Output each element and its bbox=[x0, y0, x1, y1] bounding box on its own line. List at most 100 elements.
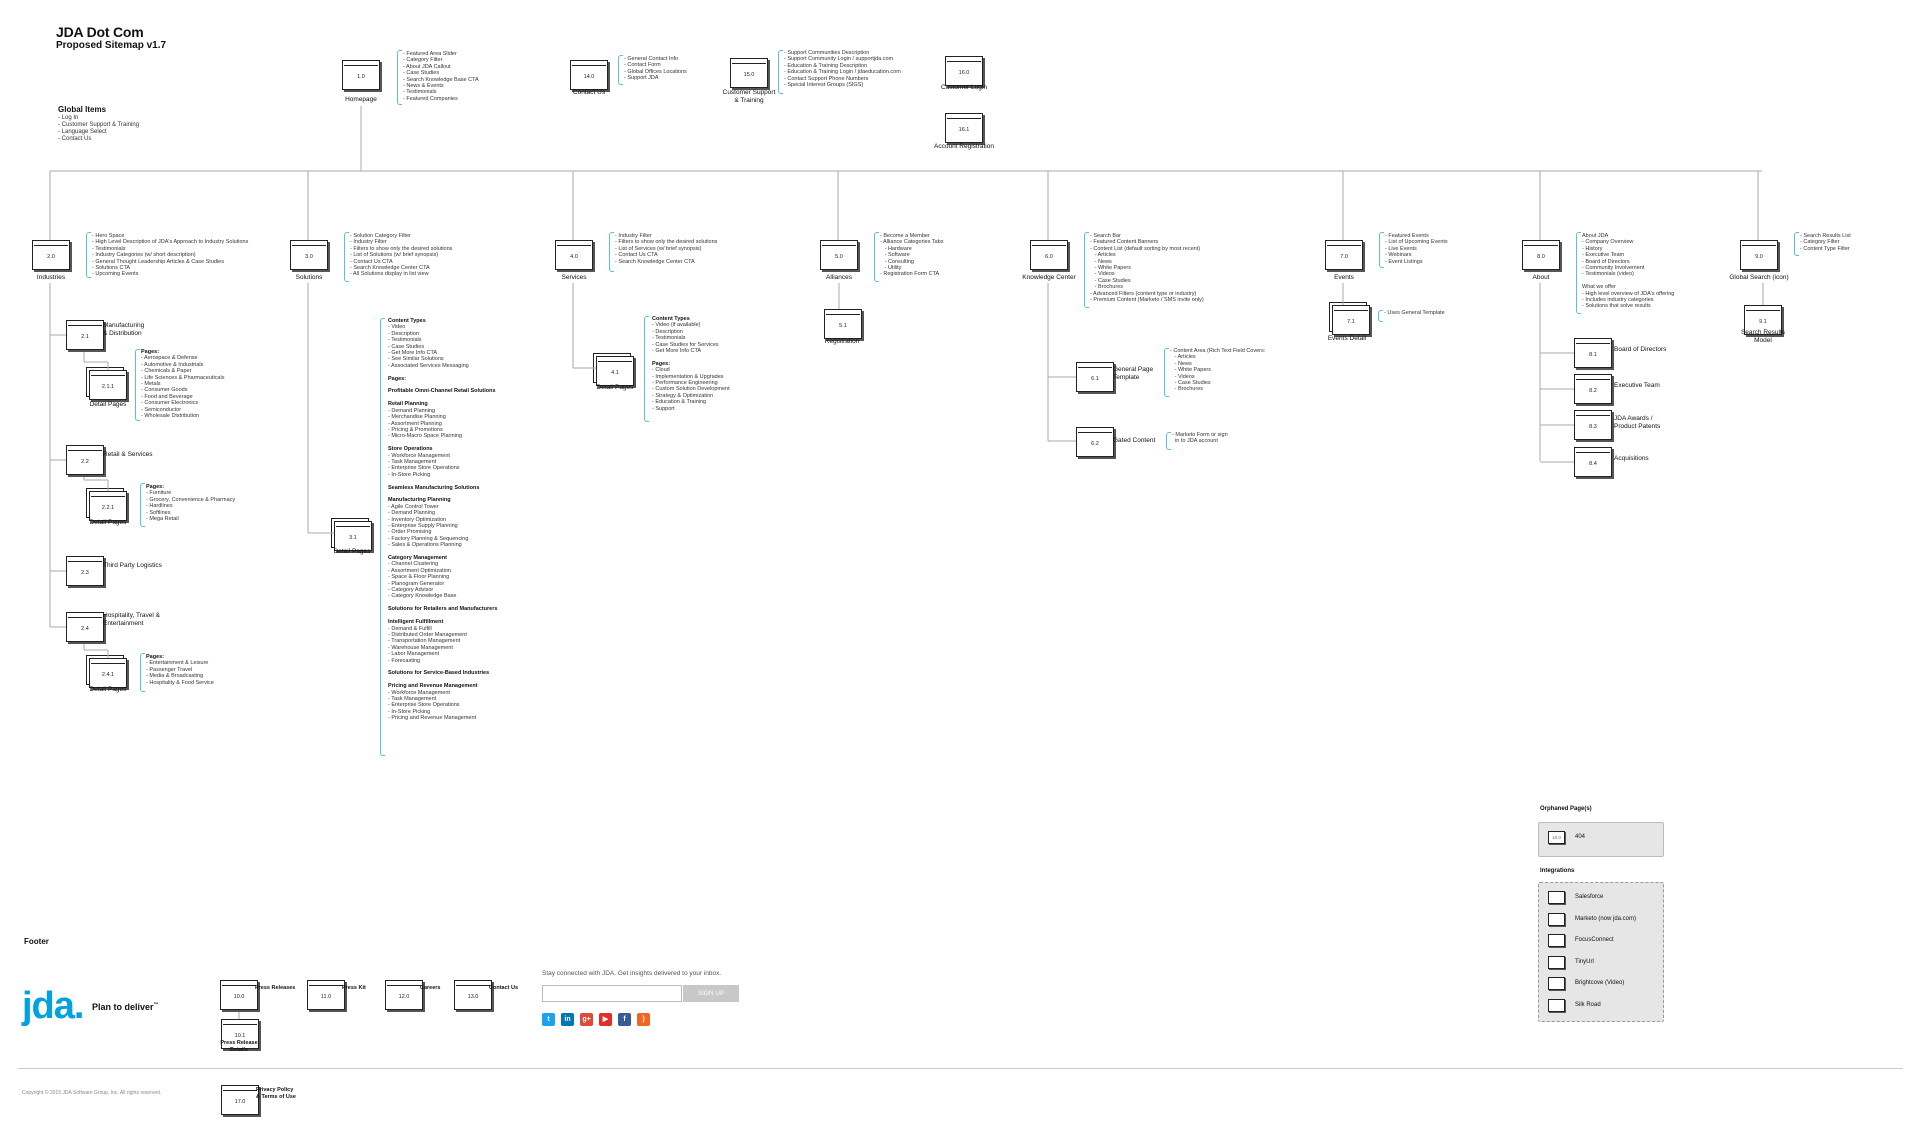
page-footer-10-0[interactable]: 10.0 bbox=[220, 980, 258, 1010]
section-notes: - Search Bar - Featured Content Banners … bbox=[1090, 233, 1204, 304]
integrations-title: Integrations bbox=[1540, 868, 1575, 874]
page-3-1[interactable]: 3.1 bbox=[331, 518, 372, 551]
page-2-3[interactable]: 2.3 bbox=[66, 556, 104, 586]
notes-title: Pages: bbox=[146, 484, 165, 490]
page-number: 15.0 bbox=[743, 72, 755, 78]
gated-content-label: Gated Content bbox=[1113, 437, 1156, 444]
page-number: 2.3 bbox=[81, 570, 89, 576]
page-number: 12.0 bbox=[398, 994, 410, 1000]
twitter-icon[interactable]: t bbox=[542, 1013, 555, 1026]
rss-icon[interactable]: ) bbox=[637, 1013, 650, 1026]
page-section-6-0[interactable]: 6.0 bbox=[1030, 240, 1068, 270]
page-account-registration[interactable]: 16.1 bbox=[945, 113, 983, 143]
solutions-detail-label: Detail Pages bbox=[333, 548, 371, 555]
notes-title: Pages: bbox=[146, 654, 165, 660]
page-number: 14.0 bbox=[583, 74, 595, 80]
integration-box[interactable] bbox=[1548, 912, 1565, 926]
page-6-2[interactable]: 6.2 bbox=[1076, 427, 1114, 457]
orphaned-page-label: 404 bbox=[1575, 834, 1586, 840]
customer-support-label: Customer Support & Training bbox=[722, 89, 776, 104]
page-2-2[interactable]: 2.2 bbox=[66, 445, 104, 475]
page-4-1[interactable]: 4.1 bbox=[593, 353, 634, 386]
page-5-1[interactable]: 5.1 bbox=[824, 309, 862, 339]
page-number: 1.0 bbox=[357, 74, 365, 80]
linkedin-icon[interactable]: in bbox=[561, 1013, 574, 1026]
integration-box[interactable] bbox=[1548, 977, 1565, 990]
general-template-notes: - Content Area (Rich Text Field Covers: … bbox=[1170, 348, 1266, 393]
page-6-1[interactable]: 6.1 bbox=[1076, 362, 1114, 392]
section-notes: - Hero Space - High Level Description of… bbox=[92, 233, 249, 278]
page-section-7-0[interactable]: 7.0 bbox=[1325, 240, 1363, 270]
notes-heading: Pricing and Revenue Management bbox=[388, 683, 478, 690]
page-footer-11-0[interactable]: 11.0 bbox=[307, 980, 345, 1010]
gated-content-notes-brace bbox=[1166, 432, 1171, 450]
page-about-1[interactable]: 8.1 bbox=[1574, 338, 1612, 368]
page-section-3-0[interactable]: 3.0 bbox=[290, 240, 328, 270]
contact-us-label: Contact Us bbox=[572, 89, 606, 96]
page-contact-us[interactable]: 14.0 bbox=[570, 60, 608, 90]
notes-heading: Retail Planning bbox=[388, 401, 428, 408]
page-section-5-0[interactable]: 5.0 bbox=[820, 240, 858, 270]
page-number: 6.1 bbox=[1091, 376, 1099, 382]
facebook-icon[interactable]: f bbox=[618, 1013, 631, 1026]
page-number: 16.0 bbox=[958, 70, 970, 76]
page-section-9-0[interactable]: 9.0 bbox=[1740, 240, 1778, 270]
notes-body: - Workforce Management - Task Management… bbox=[388, 689, 477, 722]
page-404[interactable]: 10.0 bbox=[1548, 831, 1565, 844]
page-about-2[interactable]: 8.2 bbox=[1574, 374, 1612, 404]
hospitality-notes-brace bbox=[140, 653, 145, 692]
notes-body: - Furniture - Grocery, Convenience & Pha… bbox=[146, 490, 236, 523]
footer-page-label: Press Kit bbox=[342, 985, 366, 991]
page-2-1[interactable]: 2.1 bbox=[66, 320, 104, 350]
orphaned-panel: 10.0 404 bbox=[1538, 822, 1664, 857]
page-number: 8.2 bbox=[1589, 388, 1597, 394]
page-2-4[interactable]: 2.4 bbox=[66, 612, 104, 642]
jda-logo[interactable]: jda. bbox=[22, 985, 84, 1027]
page-about-3[interactable]: 8.3 bbox=[1574, 410, 1612, 440]
page-customer-login[interactable]: 16.0 bbox=[945, 56, 983, 86]
integration-label: TinyUrl bbox=[1575, 958, 1594, 965]
page-number: 11.0 bbox=[320, 994, 332, 1000]
page-section-4-0[interactable]: 4.0 bbox=[555, 240, 593, 270]
integration-box[interactable] bbox=[1548, 998, 1565, 1012]
notes-body: - Video - Description - Testimonials - C… bbox=[388, 324, 469, 369]
signup-button[interactable]: SIGN UP bbox=[683, 985, 739, 1002]
page-section-2-0[interactable]: 2.0 bbox=[32, 240, 70, 270]
page-2-2-1[interactable]: 2.2.1 bbox=[86, 488, 127, 521]
page-customer-support[interactable]: 15.0 bbox=[730, 58, 768, 88]
about-child-label: JDA Awards / Product Patents bbox=[1614, 415, 1661, 430]
page-homepage[interactable]: 1.0 bbox=[342, 60, 380, 90]
integration-label: Marketo (now jda.com) bbox=[1575, 915, 1637, 922]
notes-heading: Manufacturing Planning bbox=[388, 497, 451, 504]
page-2-1-1[interactable]: 2.1.1 bbox=[86, 367, 127, 400]
page-2-4-1[interactable]: 2.4.1 bbox=[86, 655, 127, 688]
homepage-notes-brace bbox=[397, 50, 402, 105]
page-number: 7.0 bbox=[1340, 254, 1348, 260]
retail-label: Retail & Services bbox=[103, 451, 153, 458]
page-footer-13-0[interactable]: 13.0 bbox=[454, 980, 492, 1010]
page-7-1[interactable]: 7.1 bbox=[1329, 302, 1370, 335]
email-input[interactable] bbox=[542, 985, 682, 1002]
notes-heading: Content Types bbox=[388, 318, 426, 324]
page-footer-12-0[interactable]: 12.0 bbox=[385, 980, 423, 1010]
page-number: 9.0 bbox=[1755, 254, 1763, 260]
notes-body: - Cloud - Implementation & Upgrades - Pe… bbox=[652, 367, 730, 412]
integration-box[interactable] bbox=[1548, 891, 1565, 904]
footer-page-label: Careers bbox=[420, 985, 441, 991]
page-section-8-0[interactable]: 8.0 bbox=[1522, 240, 1560, 270]
page-9-1[interactable]: 9.1 bbox=[1744, 305, 1782, 335]
page-number: 2.4 bbox=[81, 626, 89, 632]
section-notes: About JDA - Company Overview - History -… bbox=[1582, 233, 1675, 310]
page-10-1[interactable]: 10.1 bbox=[221, 1019, 259, 1049]
googleplus-icon[interactable]: g+ bbox=[580, 1013, 593, 1026]
contact-notes-brace bbox=[618, 55, 623, 85]
page-number: 8.3 bbox=[1589, 424, 1597, 430]
page-17-0[interactable]: 17.0 bbox=[221, 1085, 259, 1115]
integration-box[interactable] bbox=[1548, 955, 1565, 969]
integration-box[interactable] bbox=[1548, 934, 1565, 947]
notes-heading: Solutions for Retailers and Manufacturer… bbox=[388, 606, 498, 613]
page-about-4[interactable]: 8.4 bbox=[1574, 447, 1612, 477]
page-number: 2.2.1 bbox=[101, 505, 115, 511]
youtube-icon[interactable]: ▶ bbox=[599, 1013, 612, 1026]
orphaned-title: Orphaned Page(s) bbox=[1540, 806, 1592, 812]
